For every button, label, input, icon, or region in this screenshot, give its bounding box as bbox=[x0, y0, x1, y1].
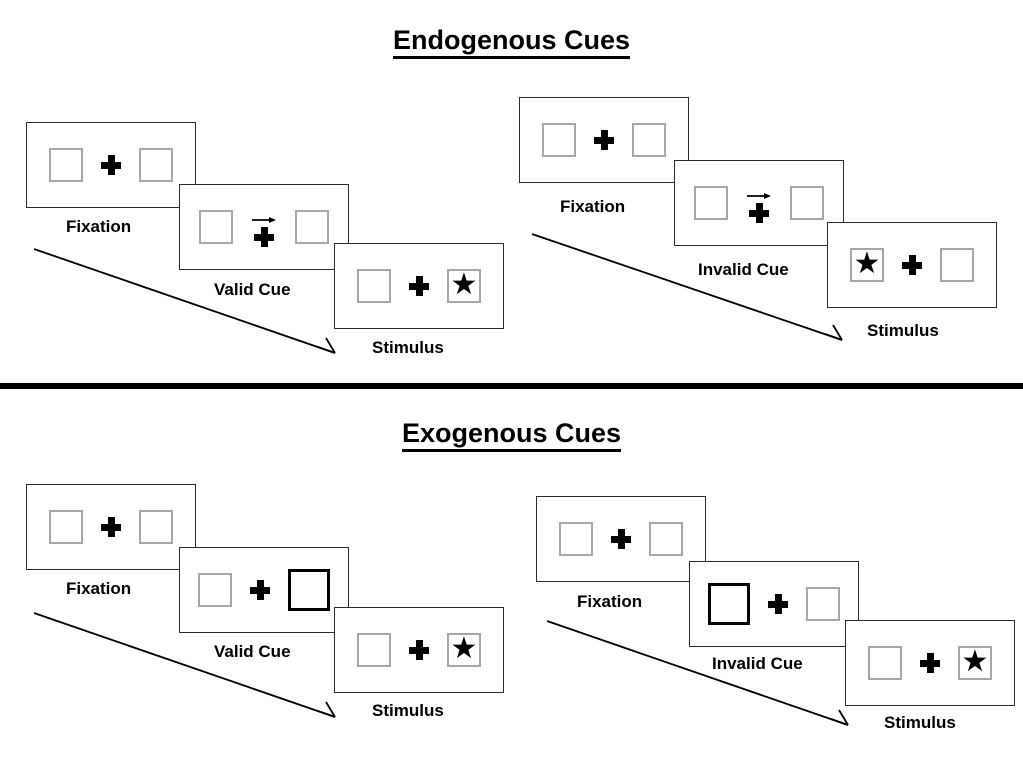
stimulus-box-left bbox=[49, 510, 83, 544]
stimulus-box-left bbox=[199, 210, 233, 244]
fixation-cross-icon bbox=[920, 653, 940, 673]
frame-caption-endogenous-invalid-fixation: Fixation bbox=[560, 197, 626, 216]
frame-exogenous-invalid-fixation bbox=[536, 496, 706, 582]
fixation-cross-icon bbox=[101, 517, 121, 537]
frame-endogenous-valid-cue bbox=[179, 184, 349, 270]
fixation-cross-icon bbox=[594, 130, 614, 150]
endogenous-cue-stack bbox=[251, 207, 277, 247]
arrow-right-cue-icon bbox=[251, 214, 277, 226]
frame-caption-exogenous-valid-stimulus: Stimulus bbox=[372, 701, 444, 720]
fixation-cross-icon bbox=[250, 580, 270, 600]
section-title-endogenous: Endogenous Cues bbox=[0, 25, 1023, 59]
frame-exogenous-valid-stimulus: ★ bbox=[334, 607, 504, 693]
frame-endogenous-valid-stimulus: ★ bbox=[334, 243, 504, 329]
stimulus-box-right bbox=[295, 210, 329, 244]
frame-caption-exogenous-valid-fixation: Fixation bbox=[66, 579, 132, 598]
stimulus-box-left-target: ★ bbox=[850, 248, 884, 282]
stimulus-box-right-target: ★ bbox=[447, 633, 481, 667]
frame-exogenous-valid-cue bbox=[179, 547, 349, 633]
stimulus-box-left bbox=[542, 123, 576, 157]
stimulus-box-right-cued bbox=[288, 569, 330, 611]
star-target-icon: ★ bbox=[961, 645, 989, 678]
star-target-icon: ★ bbox=[450, 632, 478, 665]
stimulus-box-left bbox=[357, 269, 391, 303]
stimulus-box-left bbox=[868, 646, 902, 680]
stimulus-box-right bbox=[139, 510, 173, 544]
stimulus-box-left bbox=[49, 148, 83, 182]
section-title-exogenous: Exogenous Cues bbox=[0, 418, 1023, 452]
frame-endogenous-invalid-stimulus: ★ bbox=[827, 222, 997, 308]
stimulus-box-left bbox=[694, 186, 728, 220]
stimulus-box-right bbox=[649, 522, 683, 556]
fixation-cross-icon bbox=[409, 640, 429, 660]
endogenous-cue-stack bbox=[746, 183, 772, 223]
arrow-right-cue-icon bbox=[746, 190, 772, 202]
frame-caption-endogenous-valid-stimulus: Stimulus bbox=[372, 338, 444, 357]
stimulus-box-right bbox=[806, 587, 840, 621]
section-title-endogenous-text: Endogenous Cues bbox=[392, 25, 630, 59]
star-target-icon: ★ bbox=[853, 247, 881, 280]
frame-caption-endogenous-invalid-cue: Invalid Cue bbox=[698, 260, 789, 279]
fixation-cross-icon bbox=[254, 227, 274, 247]
stimulus-box-left-cued bbox=[708, 583, 750, 625]
stimulus-box-right-target: ★ bbox=[958, 646, 992, 680]
frame-exogenous-valid-fixation bbox=[26, 484, 196, 570]
fixation-cross-icon bbox=[768, 594, 788, 614]
stimulus-box-right bbox=[940, 248, 974, 282]
frame-exogenous-invalid-cue bbox=[689, 561, 859, 647]
frame-caption-exogenous-invalid-cue: Invalid Cue bbox=[712, 654, 803, 673]
fixation-cross-icon bbox=[611, 529, 631, 549]
frame-caption-endogenous-invalid-stimulus: Stimulus bbox=[867, 321, 939, 340]
stimulus-box-right bbox=[790, 186, 824, 220]
frame-caption-exogenous-invalid-fixation: Fixation bbox=[577, 592, 643, 611]
star-target-icon: ★ bbox=[450, 268, 478, 301]
fixation-cross-icon bbox=[749, 203, 769, 223]
frame-caption-exogenous-invalid-stimulus: Stimulus bbox=[884, 713, 956, 732]
stimulus-box-right bbox=[139, 148, 173, 182]
stimulus-box-left bbox=[559, 522, 593, 556]
fixation-cross-icon bbox=[902, 255, 922, 275]
stimulus-box-left bbox=[198, 573, 232, 607]
stimulus-box-right-target: ★ bbox=[447, 269, 481, 303]
frame-caption-endogenous-valid-cue: Valid Cue bbox=[214, 280, 291, 299]
frame-endogenous-invalid-cue bbox=[674, 160, 844, 246]
frame-exogenous-invalid-stimulus: ★ bbox=[845, 620, 1015, 706]
frame-caption-endogenous-valid-fixation: Fixation bbox=[66, 217, 132, 236]
fixation-cross-icon bbox=[409, 276, 429, 296]
section-title-exogenous-text: Exogenous Cues bbox=[401, 418, 622, 452]
stimulus-box-left bbox=[357, 633, 391, 667]
frame-endogenous-valid-fixation bbox=[26, 122, 196, 208]
timeline-arrow-endogenous-invalid bbox=[528, 228, 858, 353]
frame-endogenous-invalid-fixation bbox=[519, 97, 689, 183]
stimulus-box-right bbox=[632, 123, 666, 157]
frame-caption-exogenous-valid-cue: Valid Cue bbox=[214, 642, 291, 661]
section-divider bbox=[0, 383, 1023, 389]
fixation-cross-icon bbox=[101, 155, 121, 175]
